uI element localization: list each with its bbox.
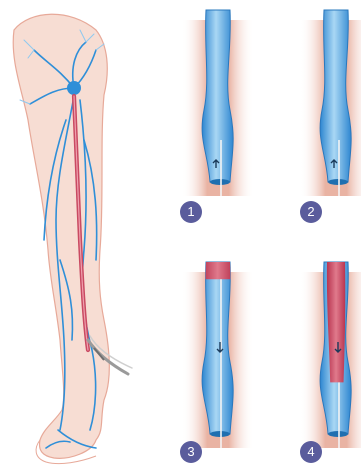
leg-illustration <box>13 14 132 463</box>
vein-panel-2 <box>300 10 361 196</box>
vein-tube <box>202 10 233 182</box>
step-badge-3: 3 <box>180 441 202 463</box>
vein-opening <box>210 431 230 437</box>
vein-panel-4 <box>300 262 361 448</box>
step-badge-4: 4 <box>300 441 322 463</box>
step-badge-1: 1 <box>180 201 202 223</box>
vein-opening <box>210 179 230 185</box>
vein-panel-3 <box>182 262 254 448</box>
step-panels <box>182 10 361 448</box>
saphenofemoral-junction <box>67 81 81 95</box>
vein-opening <box>328 431 348 437</box>
step-badge-2: 2 <box>300 201 322 223</box>
vein-tube <box>202 262 233 434</box>
vein-opening <box>328 179 348 185</box>
vein-tube <box>320 10 351 182</box>
vein-panel-1 <box>182 10 254 196</box>
